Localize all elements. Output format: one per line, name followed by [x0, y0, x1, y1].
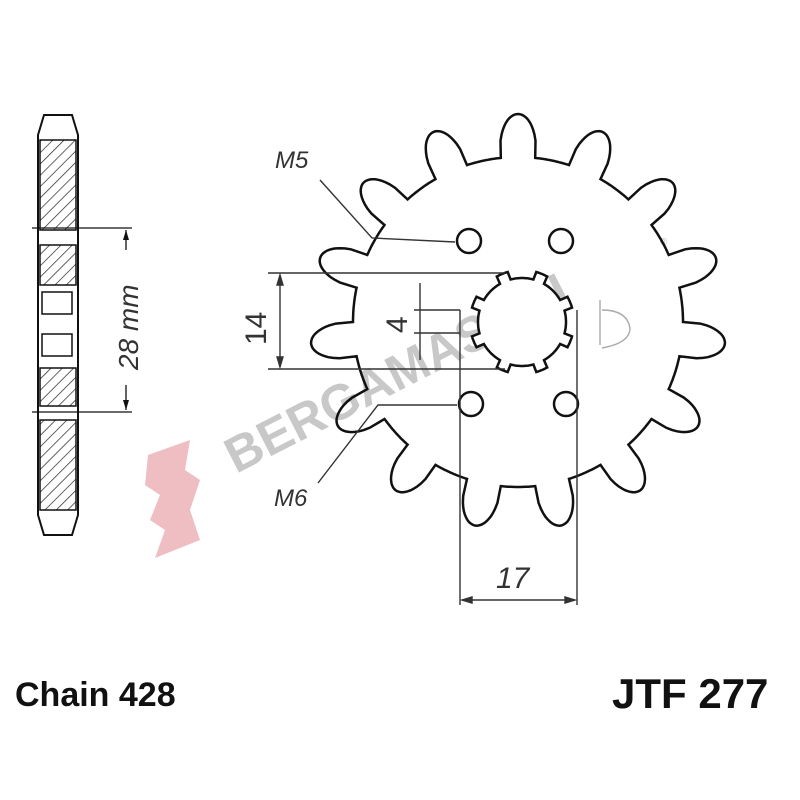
dim-4: 4	[381, 316, 414, 333]
splined-bore	[470, 270, 574, 374]
hole	[457, 390, 485, 418]
hole	[455, 227, 483, 255]
dim-17: 17	[496, 562, 531, 595]
hole	[547, 227, 575, 255]
part-number: JTF 277	[612, 670, 769, 717]
dimension-lines	[268, 179, 631, 605]
registered-mark: ®	[660, 237, 668, 248]
dim-14: 14	[240, 312, 273, 345]
dim-28mm: 28 mm	[113, 284, 144, 371]
sprocket-outline	[309, 112, 727, 527]
hole	[552, 390, 580, 418]
label-m5: M5	[275, 147, 309, 174]
chain-size: Chain 428	[15, 676, 176, 714]
label-m6: M6	[274, 485, 308, 512]
mounting-holes	[455, 227, 580, 418]
bergamaschi-logo	[145, 440, 200, 558]
side-view	[32, 114, 132, 536]
